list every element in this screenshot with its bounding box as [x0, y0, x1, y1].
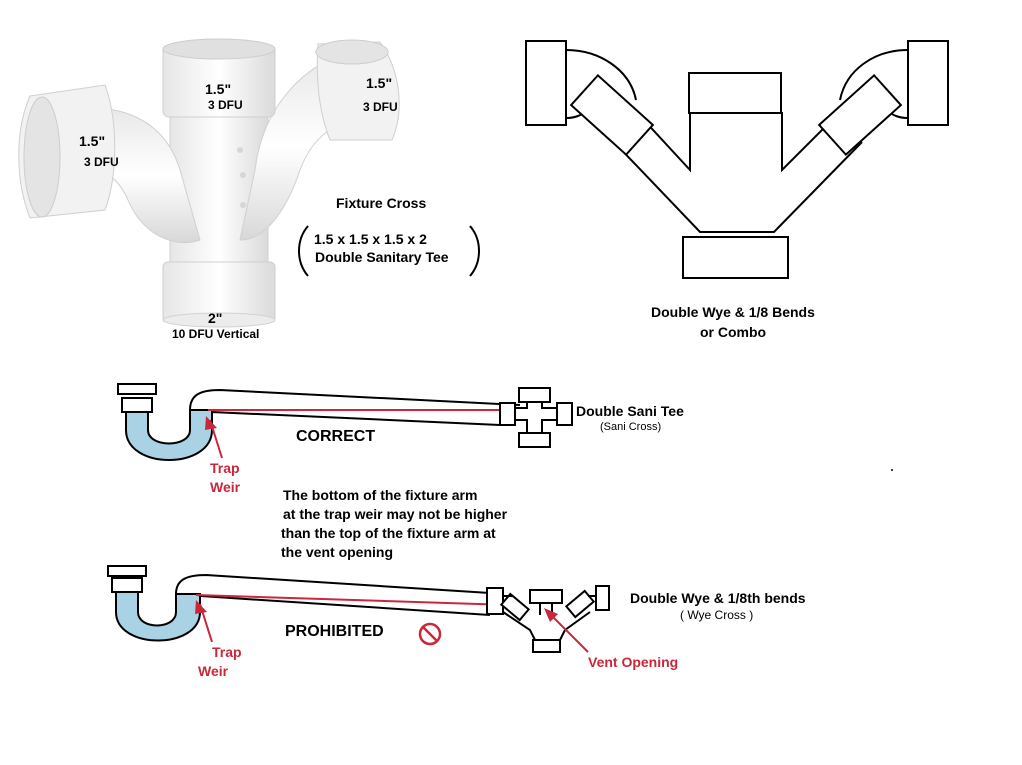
fixture-cross-spec-1: 1.5 x 1.5 x 1.5 x 2: [314, 231, 427, 247]
rule-line-1: The bottom of the fixture arm: [283, 487, 478, 503]
prohibited-icon: [418, 622, 442, 646]
rule-line-4: the vent opening: [281, 544, 393, 560]
left-pipe-dfu: 3 DFU: [84, 155, 119, 169]
vent-opening-label: Vent Opening: [588, 654, 679, 670]
rule-line-2: at the trap weir may not be higher: [283, 506, 508, 522]
double-wye-label-1: Double Wye & 1/8 Bends: [651, 304, 815, 320]
double-wye-label-2: or Combo: [700, 324, 767, 340]
rule-line-3: than the top of the fixture arm at: [281, 525, 496, 541]
top-pipe-dfu: 3 DFU: [208, 98, 243, 112]
prohibited-weir-label: Weir: [198, 663, 229, 679]
prohibited-trap-label: Trap: [212, 644, 242, 660]
correct-status: CORRECT: [296, 428, 376, 445]
top-pipe-size: 1.5": [205, 81, 232, 97]
left-pipe-size: 1.5": [79, 133, 106, 149]
prohibited-trap-assembly: [107, 565, 610, 653]
bottom-pipe-dfu: 10 DFU Vertical: [172, 327, 260, 341]
correct-trap-label: Trap: [210, 460, 240, 476]
right-pipe-size: 1.5": [366, 75, 393, 91]
correct-weir-label: Weir: [210, 479, 241, 495]
wye-cross-fitting-label: Double Wye & 1/8th bends: [630, 590, 806, 606]
wye-cross-alt-label: ( Wye Cross ): [680, 608, 754, 622]
fixture-cross-title: Fixture Cross: [336, 195, 427, 211]
sani-cross-label: (Sani Cross): [600, 421, 662, 433]
double-wye-drawing: [525, 40, 949, 279]
fixture-cross-fitting: [18, 38, 400, 328]
right-pipe-dfu: 3 DFU: [363, 100, 398, 114]
prohibited-status: PROHIBITED: [285, 623, 384, 640]
spec-right-paren: [469, 225, 480, 277]
correct-trap-assembly: [117, 383, 573, 461]
fixture-cross-spec-2: Double Sanitary Tee: [315, 249, 449, 265]
bottom-pipe-size: 2": [208, 310, 223, 326]
spec-left-paren: [298, 225, 309, 277]
sani-tee-label: Double Sani Tee: [576, 403, 684, 419]
